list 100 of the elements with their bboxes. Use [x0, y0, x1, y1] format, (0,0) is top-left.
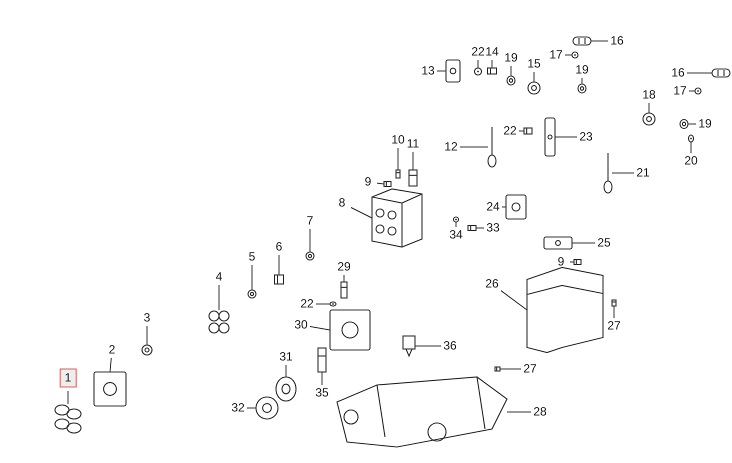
- washer-drawing: [577, 83, 587, 94]
- bolt-drawing: [523, 127, 533, 135]
- bracket-drawing: [544, 117, 556, 157]
- bolt-drawing: [340, 281, 348, 299]
- callout-number: 21: [635, 166, 651, 180]
- callout-number: 33: [485, 222, 501, 234]
- callout-number: 22: [502, 124, 518, 138]
- washer-drawing: [452, 216, 460, 223]
- pivot-hub-drawing: [642, 112, 656, 126]
- adapter-fitting-drawing: [274, 274, 284, 285]
- leader-line: [612, 172, 634, 174]
- bolt-drawing: [573, 258, 582, 266]
- bolt-drawing: [467, 224, 477, 232]
- bracket-drawing: [505, 194, 527, 220]
- coupler-cap-drawing: [93, 371, 127, 407]
- washer-drawing: [474, 67, 482, 76]
- callout-number: 28: [532, 406, 548, 418]
- washer-drawing: [506, 75, 516, 86]
- callout-number: 18: [641, 88, 657, 102]
- washer-drawing: [679, 118, 689, 130]
- screw-drawing: [611, 299, 617, 307]
- disc-drawing: [275, 376, 297, 402]
- leader-line: [110, 358, 112, 372]
- bolt-drawing: [383, 180, 392, 188]
- callout-number: 22: [299, 298, 315, 310]
- callout-number: 29: [336, 260, 352, 274]
- leader-line: [590, 40, 608, 42]
- leader-line: [412, 152, 414, 170]
- leader-line: [572, 242, 596, 244]
- pin-drawing: [688, 134, 694, 143]
- callout-number: 27: [522, 362, 538, 376]
- valve-block-drawing: [371, 188, 423, 248]
- callout-number: 10: [390, 134, 406, 146]
- bolt-drawing: [486, 67, 498, 75]
- nut-drawing: [694, 87, 702, 95]
- knob-drawing: [255, 396, 279, 420]
- bolt-head-drawing: [141, 344, 153, 356]
- handle-grip-drawing: [572, 36, 592, 46]
- callout-number: 14: [484, 46, 500, 58]
- screw-drawing: [494, 366, 501, 372]
- leader-line: [146, 326, 148, 346]
- callout-number: 3: [142, 312, 152, 324]
- callout-number: 24: [485, 200, 501, 214]
- cover-drawing: [526, 266, 604, 354]
- cable-drawing: [603, 153, 613, 194]
- leader-line: [554, 136, 578, 138]
- callout-number: 17: [548, 48, 564, 62]
- callout-number: 16: [609, 34, 625, 48]
- lift-housing-drawing: [336, 376, 508, 448]
- callout-number: 35: [314, 386, 330, 400]
- leader-line: [688, 90, 696, 92]
- valve-drawing: [402, 335, 416, 358]
- callout-number: 6: [274, 240, 284, 254]
- handle-grip-drawing: [711, 68, 731, 78]
- mounting-plate-drawing: [329, 309, 371, 351]
- leader-line: [518, 130, 524, 132]
- callout-number: 31: [278, 350, 294, 364]
- seal-ring-drawing: [247, 289, 257, 299]
- leader-line: [376, 182, 384, 184]
- bracket-drawing: [445, 59, 461, 83]
- callout-number: 19: [697, 118, 713, 130]
- callout-number: 11: [406, 138, 420, 150]
- callout-number: 34: [448, 228, 464, 242]
- pin-drawing: [395, 169, 401, 179]
- callout-number: 5: [248, 250, 256, 264]
- leader-line: [686, 72, 712, 74]
- pin-drawing: [408, 169, 418, 187]
- washer-drawing: [329, 301, 337, 307]
- leader-line: [460, 146, 488, 148]
- leader-line: [648, 102, 650, 114]
- leader-line: [500, 290, 528, 310]
- leader-line: [436, 70, 446, 72]
- callout-number: 23: [578, 130, 594, 144]
- callout-number: 12: [443, 140, 459, 154]
- callout-number: 26: [484, 278, 500, 290]
- callout-number: 32: [230, 402, 246, 414]
- callout-number: 7: [306, 214, 314, 228]
- leader-line: [350, 207, 372, 218]
- leader-line: [510, 66, 512, 76]
- callout-number: 36: [442, 340, 458, 352]
- callout-number: 4: [214, 270, 224, 284]
- callout-number: 2: [108, 344, 116, 356]
- pivot-hub-drawing: [527, 81, 541, 95]
- leader-line: [690, 142, 692, 154]
- leader-line: [564, 54, 572, 56]
- leader-line: [502, 206, 506, 208]
- callout-number: 16: [670, 66, 686, 80]
- leader-line: [218, 284, 220, 310]
- callout-number: 13: [420, 64, 436, 78]
- callout-number: 9: [364, 176, 372, 188]
- callout-number: 19: [503, 52, 519, 64]
- cable-drawing: [487, 127, 497, 168]
- shaft-drawing: [317, 347, 327, 373]
- callout-number: 9: [556, 256, 566, 268]
- leader-line: [278, 254, 280, 276]
- leader-line: [500, 368, 522, 370]
- callout-number: 19: [574, 64, 590, 76]
- callout-number: 1: [60, 368, 76, 388]
- quick-coupler-drawing: [208, 310, 230, 334]
- callout-number: 22: [470, 46, 486, 58]
